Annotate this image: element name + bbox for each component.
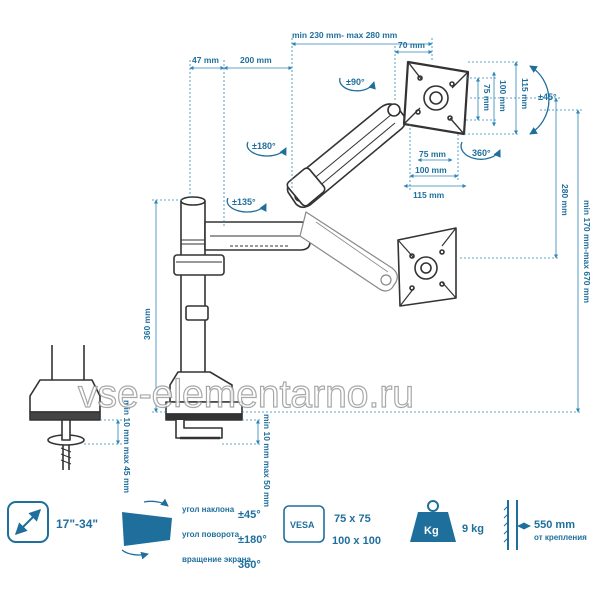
weight-badge: Kg (424, 525, 439, 537)
dim-h115: 115 mm (413, 190, 445, 200)
dim-70: 70 mm (398, 40, 425, 50)
svg-text:±135°: ±135° (232, 197, 256, 207)
spec-adjustments: угол наклона угол поворота вращение экра… (121, 498, 267, 571)
watermark: vse-elementarno.ru (78, 373, 414, 416)
pole (173, 196, 225, 376)
svg-text:±45°: ±45° (538, 92, 557, 102)
swivel-value: ±180° (238, 534, 267, 546)
rotate-value: 360° (238, 559, 261, 571)
spec-reach: 550 mm от крепления (503, 500, 587, 550)
dim-h75: 75 mm (419, 149, 446, 159)
svg-text:17"-34": 17"-34" (56, 517, 98, 531)
vesa-icon (283, 505, 325, 543)
dim-h100: 100 mm (415, 165, 447, 175)
dim-clamp-right: min 10 mm max 50 mm (262, 414, 272, 508)
vesa-75: 75 x 75 (334, 513, 371, 525)
angle-180: ±180° (246, 141, 287, 157)
dim-v100: 100 mm (498, 80, 508, 112)
base-clamp (165, 371, 243, 440)
weight-value: 9 kg (462, 523, 484, 535)
monitor-tilt-icon (121, 498, 172, 560)
spec-bar: 17"-34" угол наклона угол поворота враще… (7, 498, 587, 571)
svg-text:360°: 360° (472, 148, 491, 158)
clamp-detail-left (29, 345, 101, 470)
dim-height-range: min 170 mm-max 670 mm (582, 200, 592, 303)
weight-icon (410, 512, 456, 542)
svg-text:±180°: ±180° (252, 141, 276, 151)
reach-label: от крепления (534, 533, 587, 542)
tilt-label: угол наклона (182, 505, 235, 514)
vesa-100: 100 x 100 (332, 535, 381, 547)
dimension-lines (84, 38, 582, 445)
dim-pole-height: 360 mm (142, 308, 152, 340)
spec-screen-size: 17"-34" (7, 501, 98, 543)
device-drawing (29, 60, 470, 470)
wall-reach-icon (503, 500, 531, 550)
angle-135: ±135° (226, 197, 267, 213)
lower-arm (204, 221, 311, 251)
vesa-badge: VESA (290, 520, 315, 530)
spec-weight: Kg 9 kg (410, 500, 484, 542)
dim-200: 200 mm (240, 55, 272, 65)
vesa-plate-lower (397, 227, 457, 307)
screen-size-icon (7, 501, 49, 543)
dim-v115: 115 mm (520, 78, 530, 110)
dim-47: 47 mm (192, 55, 219, 65)
svg-text:±90°: ±90° (346, 77, 365, 87)
reach-value: 550 mm (534, 519, 575, 531)
swivel-label: угол поворота (182, 530, 240, 539)
angle-markers: ±90° ±180° ±135° ±45° 360° (226, 65, 557, 213)
angle-45: ±45° (529, 65, 557, 135)
dim-v75: 75 mm (482, 84, 492, 111)
vesa-plate-upper (402, 60, 470, 136)
tilt-value: ±45° (238, 509, 261, 521)
upper-arm-lowered (299, 211, 398, 292)
dim-reach-vertical: 280 mm (560, 184, 570, 216)
rotate-label: вращение экрана (182, 555, 251, 564)
upper-arm (286, 103, 407, 209)
spec-vesa: VESA 75 x 75 100 x 100 (283, 505, 381, 547)
dimension-labels: min 230 mm- max 280 mm 47 mm 200 mm 70 m… (122, 30, 592, 508)
angle-90: ±90° (339, 77, 376, 92)
dim-top-span: min 230 mm- max 280 mm (292, 30, 398, 40)
angle-360: 360° (460, 141, 501, 160)
dim-clamp-left: min 10 mm max 45 mm (122, 400, 132, 494)
